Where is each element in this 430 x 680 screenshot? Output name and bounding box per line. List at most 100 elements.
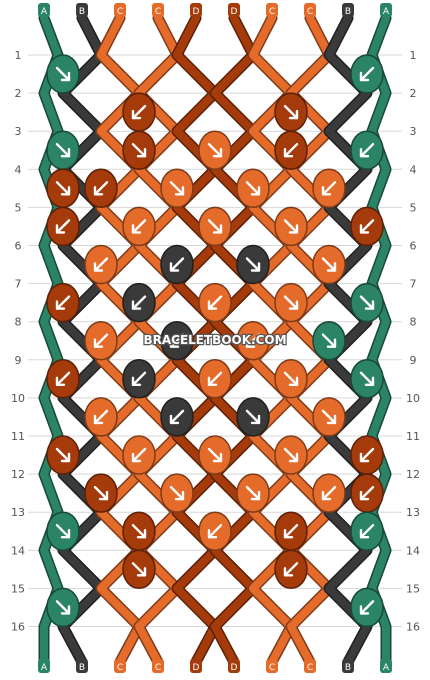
row-number-left: 7 (15, 278, 22, 291)
knot-arrow-icon (283, 143, 299, 158)
thread (325, 14, 371, 666)
row-number-right: 4 (410, 163, 417, 176)
knot-arrow-icon (55, 600, 71, 615)
row-number-left: 12 (11, 468, 25, 481)
knot-arrow-icon (93, 257, 109, 272)
string-label-top-bg (114, 3, 126, 17)
knot-arrow-icon (131, 104, 147, 120)
string-label-top-bg (266, 3, 278, 17)
knot-arrow-icon (55, 524, 71, 539)
row-number-right: 3 (410, 125, 417, 138)
knot-arrow-icon (283, 524, 299, 539)
string-label-bottom: D (193, 663, 200, 673)
knot-arrow-icon (93, 409, 109, 425)
string-label-bottom-bg (228, 659, 240, 673)
row-number-left: 16 (11, 621, 25, 634)
string-label-bottom: B (79, 663, 85, 673)
knot-arrow-icon (207, 447, 223, 463)
knot-arrow-icon (207, 143, 223, 158)
knot-arrow-icon (283, 219, 299, 234)
row-number-left: 10 (11, 392, 25, 405)
string-label-bottom-bg (114, 659, 126, 673)
knot-arrow-icon (55, 143, 71, 158)
watermark: BRACELETBOOK.COM (143, 333, 286, 347)
string-label-top-bg (228, 3, 240, 17)
knot-arrow-icon (169, 485, 185, 501)
knot-arrow-icon (245, 333, 261, 348)
knot-arrow-icon (55, 371, 71, 386)
knot-arrow-icon (207, 524, 223, 539)
knot-arrow-icon (359, 219, 375, 234)
thread (59, 14, 105, 666)
knot-arrow-icon (207, 219, 223, 234)
row-number-right: 14 (406, 544, 420, 557)
string-label-top-bg (190, 3, 202, 17)
knot-arrow-icon (321, 409, 337, 425)
knot-arrow-icon (169, 181, 185, 196)
row-number-left: 8 (15, 316, 22, 329)
row-number-left: 2 (15, 87, 22, 100)
knot-arrow-icon (93, 485, 109, 501)
thread (173, 14, 219, 666)
string-label-top: A (383, 7, 390, 17)
knot-arrow-icon (321, 485, 337, 501)
knot-arrow-icon (55, 181, 71, 196)
knot-arrow-icon (359, 485, 375, 501)
string-label-top: D (193, 7, 200, 17)
knot-arrow-icon (283, 562, 299, 577)
knot-arrow-icon (245, 257, 261, 272)
row-number-right: 7 (410, 278, 417, 291)
string-label-bottom: D (231, 663, 238, 673)
string-label-top-bg (342, 3, 354, 17)
knot-arrow-icon (245, 485, 261, 501)
row-number-left: 3 (15, 125, 22, 138)
knot-arrow-icon (131, 562, 147, 577)
string-label-top-bg (152, 3, 164, 17)
knot-arrow-icon (359, 66, 375, 82)
string-label-top: C (307, 7, 313, 17)
row-number-right: 5 (410, 201, 417, 214)
string-label-top-bg (304, 3, 316, 17)
row-number-right: 9 (410, 354, 417, 367)
row-number-right: 10 (406, 392, 420, 405)
string-label-top: A (41, 7, 48, 17)
string-label-bottom-bg (152, 659, 164, 673)
knot-arrow-icon (359, 600, 375, 615)
row-number-right: 8 (410, 316, 417, 329)
string-label-bottom: C (269, 663, 275, 673)
knot-arrow-icon (131, 524, 147, 539)
knot-arrow-icon (321, 333, 337, 348)
knot-arrow-icon (169, 409, 185, 425)
string-label-top: C (155, 7, 161, 17)
row-number-left: 5 (15, 201, 22, 214)
row-number-left: 15 (11, 582, 25, 595)
knot-arrow-icon (93, 181, 109, 196)
knot-arrow-icon (55, 295, 71, 310)
string-label-bottom-bg (76, 659, 88, 673)
row-number-right: 2 (410, 87, 417, 100)
knot-arrow-icon (283, 104, 299, 120)
thread (211, 14, 257, 666)
knot-arrow-icon (321, 257, 337, 272)
knot-arrow-icon (207, 295, 223, 310)
knot-arrow-icon (131, 371, 147, 386)
row-number-left: 6 (15, 240, 22, 253)
thread (40, 14, 62, 666)
row-number-left: 1 (15, 49, 22, 62)
knot-arrow-icon (283, 371, 299, 386)
knot-arrow-icon (55, 66, 71, 82)
knot-arrow-icon (169, 333, 185, 348)
string-label-bottom-bg (38, 659, 50, 673)
knot-arrow-icon (93, 333, 109, 348)
string-label-top: B (79, 7, 85, 17)
row-number-right: 15 (406, 582, 420, 595)
string-label-bottom-bg (380, 659, 392, 673)
knot-arrow-icon (131, 447, 147, 463)
knot-arrow-icon (245, 181, 261, 196)
string-label-bottom: B (345, 663, 351, 673)
string-label-top: C (117, 7, 123, 17)
string-label-bottom-bg (342, 659, 354, 673)
string-label-top-bg (76, 3, 88, 17)
string-label-top: D (231, 7, 238, 17)
